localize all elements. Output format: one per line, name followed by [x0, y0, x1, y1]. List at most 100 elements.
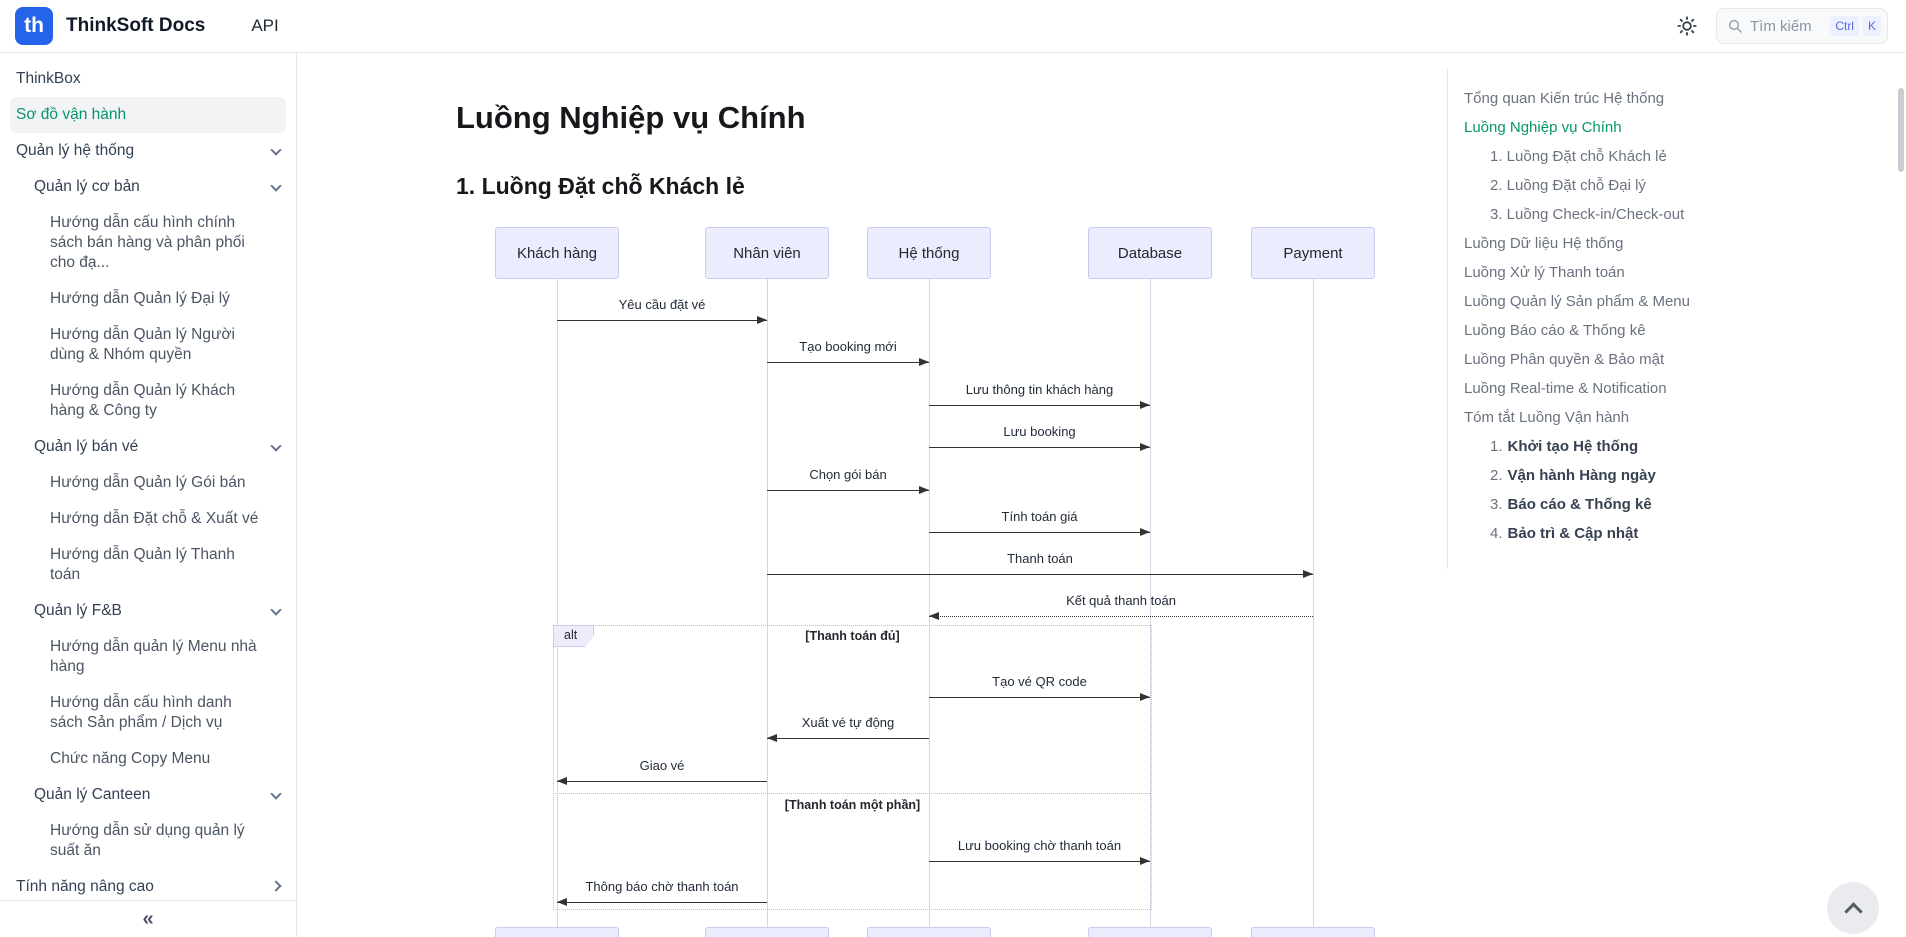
diagram-actor: Hệ thống	[867, 927, 991, 937]
toc-item-number: 1.	[1490, 438, 1503, 455]
top-navbar: th ThinkSoft Docs API Tìm kiếm Ctrl K	[0, 0, 1906, 53]
page-title: Luồng Nghiệp vụ Chính	[456, 100, 806, 135]
sidebar-item[interactable]: Quản lý Canteen	[0, 777, 296, 813]
scroll-to-top-button[interactable]	[1827, 882, 1879, 934]
sidebar-item[interactable]: Hướng dẫn Quản lý Gói bán	[0, 465, 296, 501]
sidebar-item[interactable]: Quản lý bán vé	[0, 429, 296, 465]
sidebar-item[interactable]: Hướng dẫn Quản lý Người dùng & Nhóm quyề…	[0, 317, 296, 373]
app-logo-text: th	[24, 14, 44, 37]
toc-item[interactable]: 3. Luồng Check-in/Check-out	[1490, 206, 1685, 223]
diagram-actor: Database	[1088, 927, 1212, 937]
diagram-lifeline	[557, 279, 558, 927]
diagram-message-label: Chọn gói bán	[809, 467, 887, 482]
chevron-down-icon	[270, 604, 282, 616]
diagram-message-line	[929, 616, 1313, 617]
sidebar-item[interactable]: Hướng dẫn cấu hình chính sách bán hàng v…	[0, 205, 296, 281]
chevron-right-icon	[270, 880, 282, 892]
diagram-arrowhead	[757, 316, 767, 324]
diagram-actor: Nhân viên	[705, 227, 829, 279]
sidebar-item[interactable]: ThinkBox	[0, 61, 296, 97]
diagram-actor: Database	[1088, 227, 1212, 279]
page-scrollbar[interactable]	[1898, 88, 1904, 172]
diagram-lifeline	[767, 279, 768, 927]
sidebar-item-label: Hướng dẫn Quản lý Gói bán	[50, 474, 246, 491]
sidebar-item[interactable]: Hướng dẫn Đặt chỗ & Xuất vé	[0, 501, 296, 537]
diagram-message-line	[929, 447, 1150, 448]
chevron-up-icon	[1843, 901, 1863, 921]
diagram-message-line	[767, 738, 929, 739]
diagram-message-line	[767, 362, 929, 363]
diagram-actor: Nhân viên	[705, 927, 829, 937]
toc-item[interactable]: Tóm tắt Luồng Vận hành	[1464, 409, 1630, 426]
chevron-down-icon	[270, 440, 282, 452]
toc-item[interactable]: 1.Khởi tạo Hệ thống	[1464, 432, 1899, 461]
sidebar-item[interactable]: Quản lý F&B	[0, 593, 296, 629]
diagram-message-label: Tạo booking mới	[799, 339, 897, 354]
toc-item-label: Bảo trì & Cập nhật	[1507, 525, 1639, 542]
sidebar-item-label: Hướng dẫn cấu hình danh sách Sản phẩm / …	[50, 694, 232, 731]
sidebar-item-active[interactable]: Sơ đồ vận hành	[10, 97, 286, 133]
app-title: ThinkSoft Docs	[66, 15, 206, 36]
sidebar-item[interactable]: Hướng dẫn Quản lý Khách hàng & Công ty	[0, 373, 296, 429]
kbd-k: K	[1862, 16, 1881, 36]
theme-toggle-button[interactable]	[1670, 9, 1704, 43]
sidebar-item-label: Hướng dẫn cấu hình chính sách bán hàng v…	[50, 214, 245, 271]
sidebar-item[interactable]: Quản lý cơ bản	[0, 169, 296, 205]
diagram-arrowhead	[919, 486, 929, 494]
sidebar-item-label: Hướng dẫn Quản lý Đại lý	[50, 290, 230, 307]
diagram-arrowhead	[1140, 401, 1150, 409]
kbd-ctrl: Ctrl	[1830, 16, 1859, 36]
search-input[interactable]: Tìm kiếm Ctrl K	[1716, 8, 1888, 44]
diagram-arrowhead	[767, 734, 777, 742]
toc-item[interactable]: Tổng quan Kiến trúc Hệ thống	[1464, 90, 1665, 107]
diagram-message-line	[767, 574, 1313, 575]
diagram-lifeline	[1313, 279, 1314, 927]
sidebar-item[interactable]: Hướng dẫn Quản lý Đại lý	[0, 281, 296, 317]
toc-item[interactable]: 2.Vận hành Hàng ngày	[1464, 461, 1899, 490]
sidebar-item-label: Hướng dẫn Quản lý Người dùng & Nhóm quyề…	[50, 326, 235, 363]
sidebar-item[interactable]: Chức năng Copy Menu	[0, 741, 296, 777]
alt-label: alt	[553, 625, 595, 647]
sidebar-item[interactable]: Hướng dẫn cấu hình danh sách Sản phẩm / …	[0, 685, 296, 741]
diagram-message-label: Thanh toán	[1007, 551, 1073, 566]
toc-item[interactable]: 4.Bảo trì & Cập nhật	[1464, 519, 1899, 548]
diagram-message-line	[929, 405, 1150, 406]
diagram-message-line	[929, 532, 1150, 533]
toc-item[interactable]: Luồng Báo cáo & Thống kê	[1464, 322, 1646, 339]
toc-item[interactable]: Luồng Xử lý Thanh toán	[1464, 264, 1625, 281]
sidebar-collapse-button[interactable]: «	[142, 908, 154, 930]
sidebar-item[interactable]: Quản lý hệ thống	[0, 133, 296, 169]
chevron-down-icon	[270, 144, 282, 156]
toc-item[interactable]: Luồng Dữ liệu Hệ thống	[1464, 235, 1624, 252]
toc-item[interactable]: Luồng Real-time & Notification	[1464, 380, 1667, 397]
diagram-message-label: Tạo vé QR code	[992, 674, 1087, 689]
alt-divider	[553, 793, 1152, 794]
toc-item-number: 2.	[1490, 467, 1503, 484]
diagram-arrowhead	[929, 612, 939, 620]
toc-item[interactable]: Luồng Quản lý Sản phẩm & Menu	[1464, 293, 1690, 310]
nav-link-api[interactable]: API	[251, 16, 279, 35]
sidebar-item[interactable]: Hướng dẫn sử dụng quản lý suất ăn	[0, 813, 296, 869]
sidebar-item[interactable]: Tính năng nâng cao	[0, 869, 296, 905]
diagram-arrowhead	[1140, 693, 1150, 701]
toc-item-number: 3.	[1490, 496, 1503, 513]
diagram-message-label: Giao vé	[639, 758, 685, 773]
diagram-lifeline	[1150, 279, 1151, 927]
toc-item[interactable]: Luồng Phân quyền & Bảo mật	[1464, 351, 1665, 368]
alt-condition: [Thanh toán đủ]	[805, 629, 900, 643]
toc-item-label: Vận hành Hàng ngày	[1507, 467, 1656, 484]
diagram-arrowhead	[1140, 857, 1150, 865]
toc-item[interactable]: 2. Luồng Đặt chỗ Đại lý	[1490, 177, 1646, 194]
toc-item[interactable]: 1. Luồng Đặt chỗ Khách lẻ	[1490, 148, 1667, 165]
toc-item-active[interactable]: Luồng Nghiệp vụ Chính	[1464, 119, 1622, 136]
sidebar-item[interactable]: Hướng dẫn quản lý Menu nhà hàng	[0, 629, 296, 685]
sidebar-item[interactable]: Hướng dẫn Quản lý Thanh toán	[0, 537, 296, 593]
diagram-message-line	[929, 861, 1150, 862]
toc-item[interactable]: 3.Báo cáo & Thống kê	[1464, 490, 1899, 519]
app-logo[interactable]: th	[15, 7, 53, 45]
diagram-actor: Hệ thống	[867, 227, 991, 279]
diagram-message-label: Lưu thông tin khách hàng	[965, 382, 1114, 397]
